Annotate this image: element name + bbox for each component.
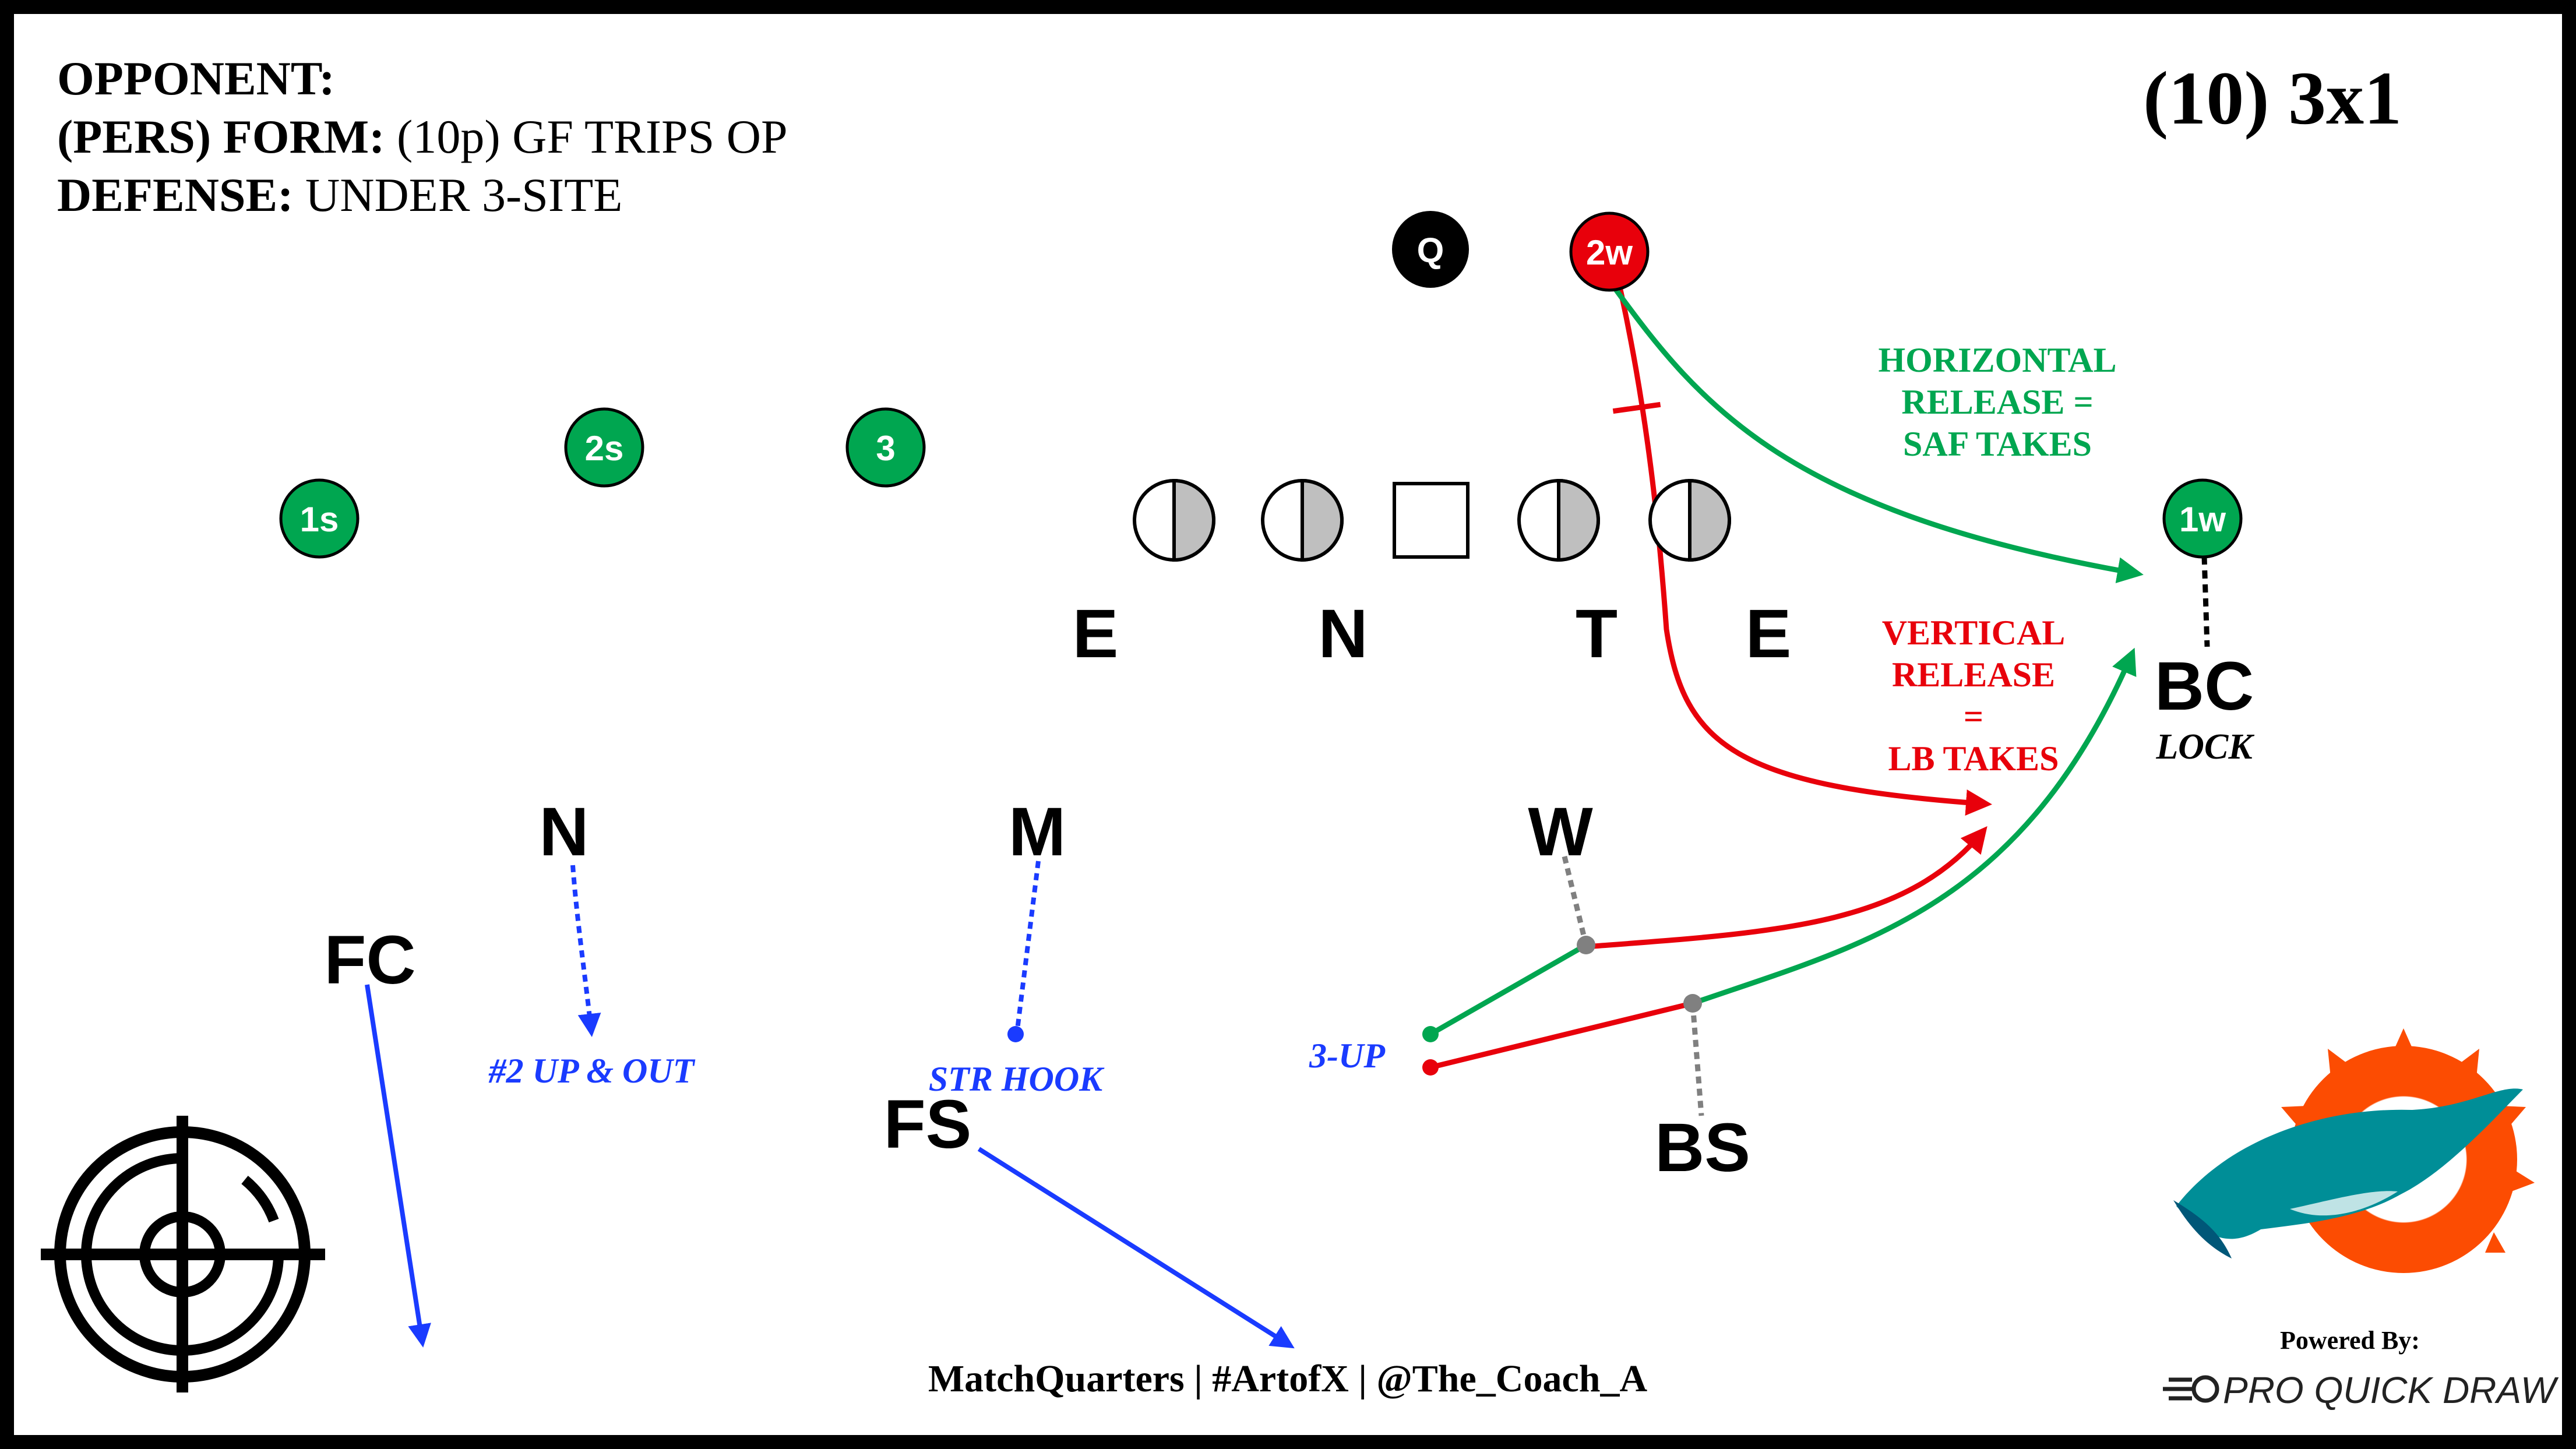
vertical-note-line-4: LB TAKES xyxy=(1888,739,2059,778)
fc-route xyxy=(365,984,431,1348)
db-fs: FS xyxy=(884,1086,972,1163)
ol-left-guard xyxy=(1261,478,1344,562)
n-assignment-note: #2 UP & OUT xyxy=(488,1052,696,1090)
form-label: (PERS) FORM: xyxy=(57,110,385,163)
three-up-start-red xyxy=(1422,1059,1439,1076)
dl-end-left: E xyxy=(1073,595,1119,672)
dolphin-tail-icon xyxy=(2173,1200,2232,1258)
2s-label: 2s xyxy=(585,429,624,468)
vertical-release-note: VERTICAL RELEASE = LB TAKES xyxy=(1882,614,2066,778)
lb-m: M xyxy=(1009,794,1066,870)
player-3: 3 xyxy=(845,407,926,488)
ol-center xyxy=(1393,482,1470,559)
db-bs: BS xyxy=(1655,1109,1750,1186)
bs-junction xyxy=(1683,994,1702,1013)
player-1s: 1s xyxy=(279,478,360,559)
m-hook-route xyxy=(1014,861,1041,1035)
vertical-note-line-2: RELEASE xyxy=(1892,655,2055,694)
dl-tackle: T xyxy=(1576,595,1618,672)
form-line: (PERS) FORM: (10p) GF TRIPS OP xyxy=(57,110,788,163)
m-assignment-note: STR HOOK xyxy=(929,1060,1105,1098)
defense-line: DEFENSE: UNDER 3-SITE xyxy=(57,168,622,221)
player-q: Q xyxy=(1392,211,1469,288)
fs-route xyxy=(977,1147,1295,1349)
defense-label: DEFENSE: xyxy=(57,168,294,221)
horizontal-note-line-3: SAF TAKES xyxy=(1903,425,2092,463)
crosshair-icon xyxy=(41,1116,325,1392)
player-2s: 2s xyxy=(564,407,644,488)
speed-icon xyxy=(2163,1375,2219,1403)
formation-tag: (10) 3x1 xyxy=(2143,57,2402,140)
dolphins-logo xyxy=(2173,1028,2535,1273)
bs-read-line xyxy=(1690,1003,1704,1116)
db-bc: BC xyxy=(2155,648,2254,725)
vertical-note-line-1: VERTICAL xyxy=(1882,614,2066,652)
dolphin-belly-icon xyxy=(2290,1191,2398,1216)
bs-carry-route xyxy=(1692,647,2137,1006)
three-up-start-green xyxy=(1422,1026,1439,1042)
route-tick xyxy=(1612,401,1661,414)
horizontal-release-note: HORIZONTAL RELEASE = SAF TAKES xyxy=(1879,341,2117,463)
3-label: 3 xyxy=(876,429,895,468)
dolphin-body-icon xyxy=(2176,1088,2523,1239)
ol-right-guard xyxy=(1517,478,1600,562)
brand-name: PRO QUICK DRAW xyxy=(2223,1369,2559,1411)
opponent-label: OPPONENT: xyxy=(57,52,335,105)
dl-end-right: E xyxy=(1746,595,1792,672)
bc-note: LOCK xyxy=(2155,727,2254,767)
defense-value: UNDER 3-SITE xyxy=(294,168,623,221)
vertical-release-route xyxy=(1610,255,1992,816)
lb-w: W xyxy=(1528,794,1593,870)
three-up-red xyxy=(1429,1000,1694,1070)
player-1w: 1w xyxy=(2162,478,2243,559)
vertical-note-line-3: = xyxy=(1964,697,1983,736)
q-label: Q xyxy=(1417,231,1444,270)
bc-lock-line xyxy=(2201,556,2210,647)
three-up-note: 3-UP xyxy=(1309,1036,1386,1075)
powered-by-label: Powered By: xyxy=(2280,1326,2420,1355)
1w-label: 1w xyxy=(2179,500,2226,539)
pro-quick-draw-brand: PRO QUICK DRAW xyxy=(2163,1369,2559,1411)
horizontal-note-line-2: RELEASE = xyxy=(1901,383,2093,421)
horizontal-release-route xyxy=(1611,284,2144,583)
w-junction xyxy=(1577,936,1595,954)
form-value: (10p) GF TRIPS OP xyxy=(385,110,788,163)
ol-left-tackle xyxy=(1133,478,1215,562)
db-fc: FC xyxy=(324,922,415,999)
footer-credits: MatchQuarters | #ArtofX | @The_Coach_A xyxy=(928,1358,1648,1400)
1s-label: 1s xyxy=(300,500,339,539)
player-2w: 2w xyxy=(1569,211,1650,292)
three-up-green xyxy=(1429,943,1588,1036)
ol-right-tackle xyxy=(1648,478,1731,562)
m-hook-point xyxy=(1007,1026,1024,1042)
w-carry-route xyxy=(1585,826,1987,950)
n-drop-route xyxy=(570,865,601,1037)
2w-label: 2w xyxy=(1586,233,1633,272)
offensive-line xyxy=(1133,478,1731,562)
w-read-line xyxy=(1562,855,1589,946)
dl-nose: N xyxy=(1318,595,1368,672)
lb-n: N xyxy=(539,794,589,870)
horizontal-note-line-1: HORIZONTAL xyxy=(1879,341,2117,379)
